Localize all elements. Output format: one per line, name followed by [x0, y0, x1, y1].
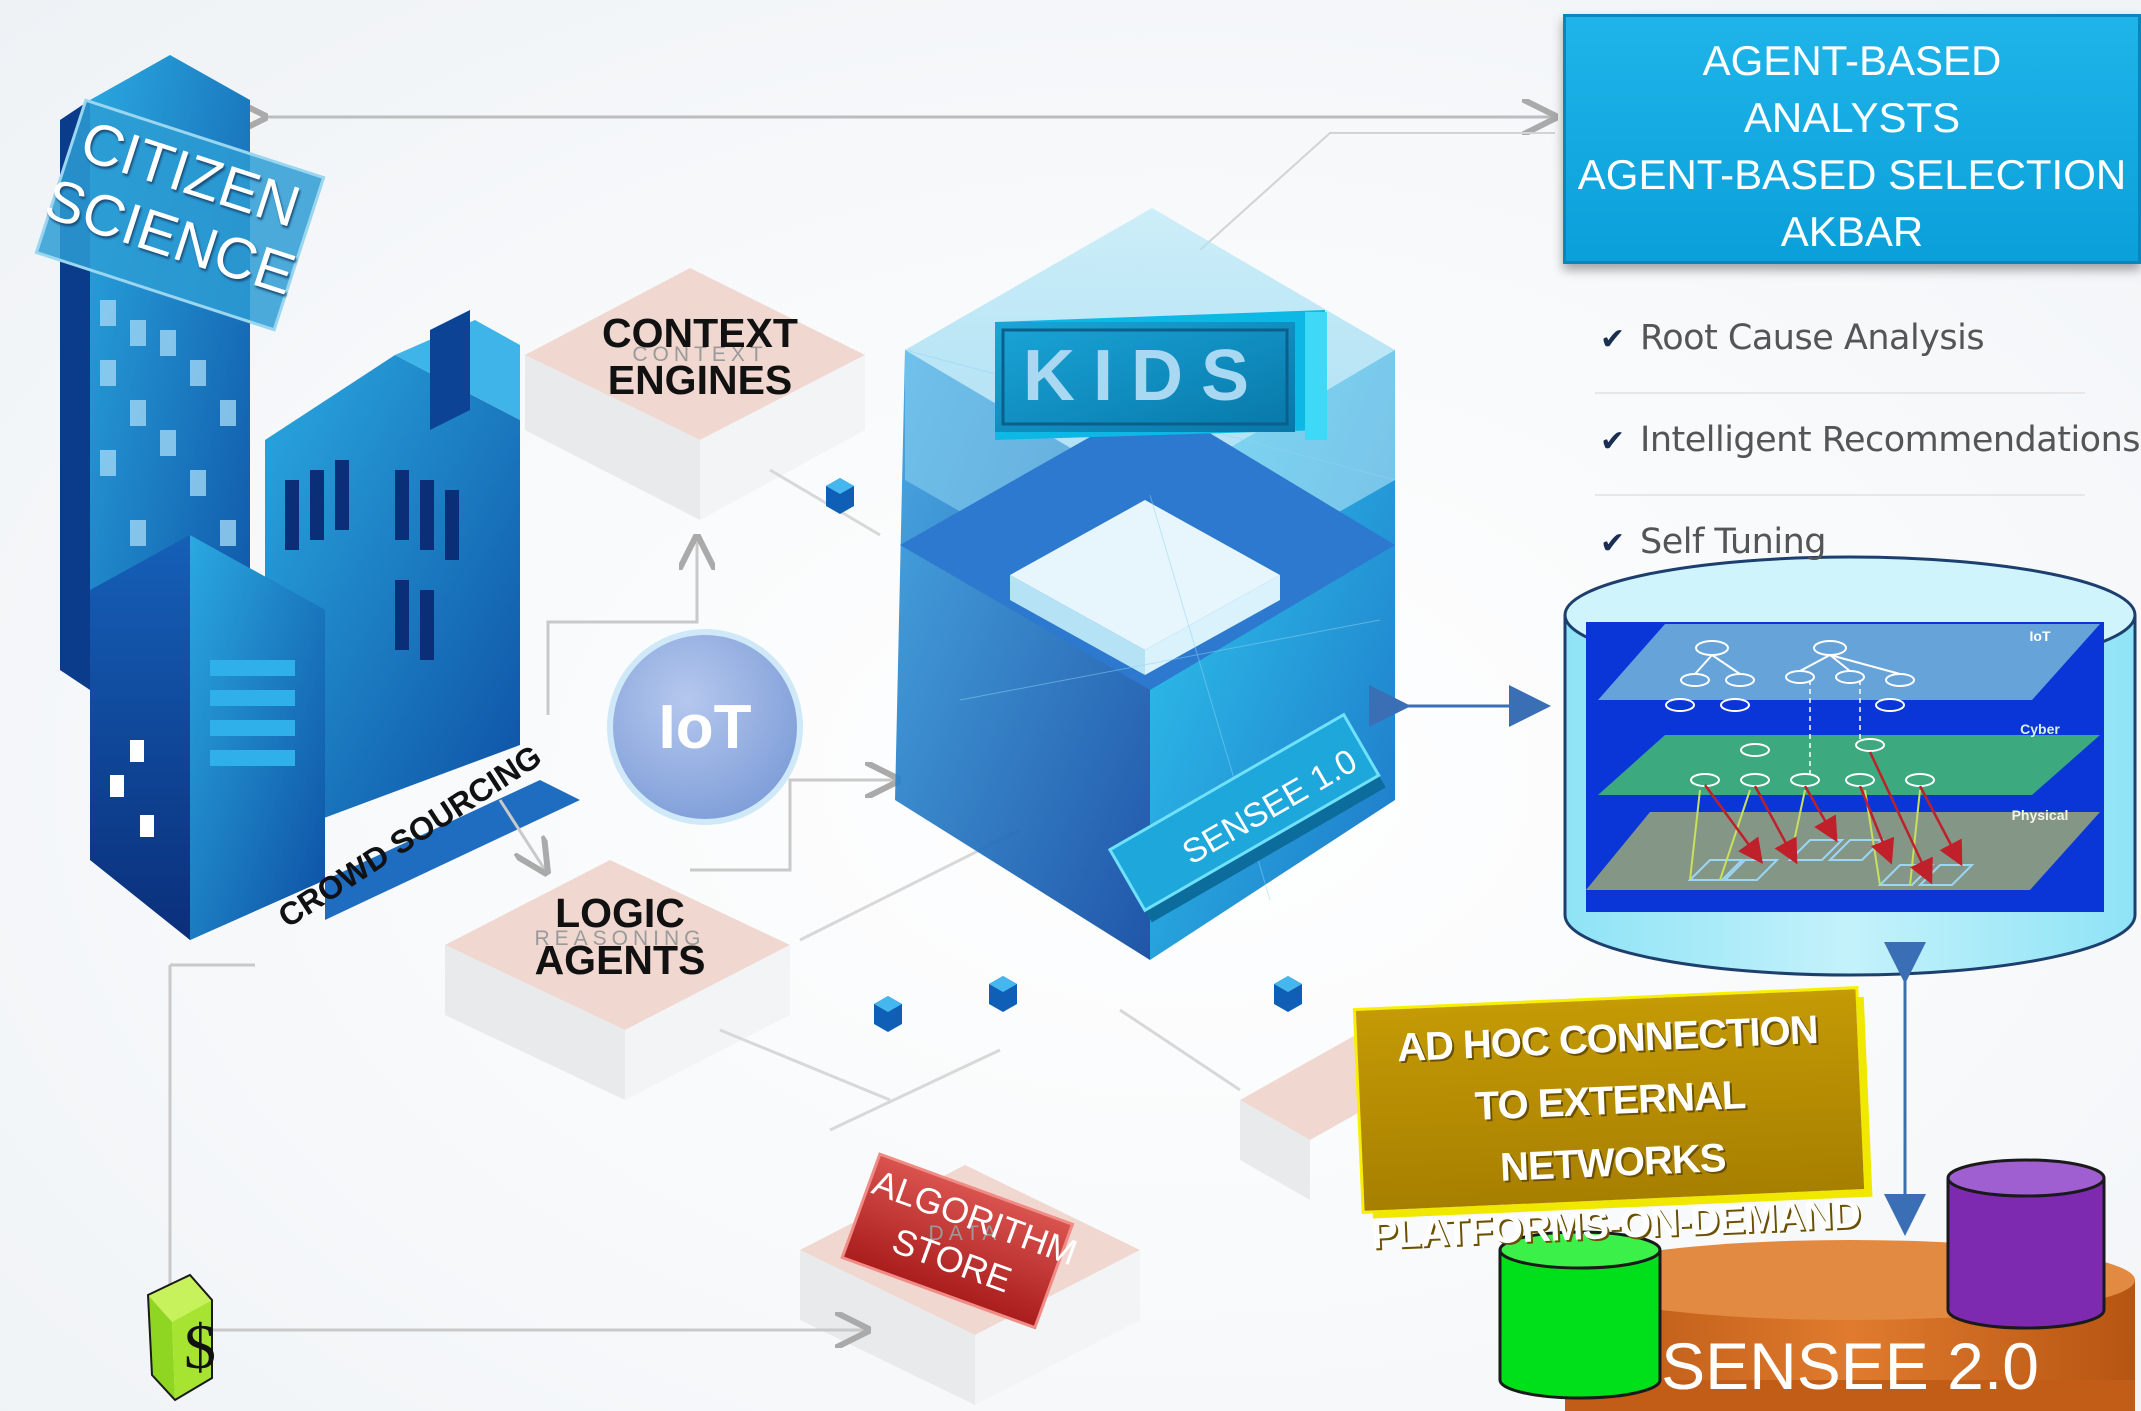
checkmark-icon: ✔ — [1600, 322, 1625, 357]
city-buildings — [60, 55, 580, 940]
kids-label: KIDS — [1022, 336, 1268, 416]
iot-circle — [607, 629, 803, 825]
context-ghost-label: CONTEXT — [632, 343, 768, 366]
context-engines-label: CONTEXT ENGINES — [575, 310, 825, 404]
dollar-label: $ — [184, 1311, 216, 1382]
checklist-divider — [1595, 392, 2085, 394]
layer-label-physical: Physical — [2011, 807, 2069, 823]
checklist-item-label: Root Cause Analysis — [1640, 318, 1985, 358]
checklist-item-label: Self Tuning — [1640, 522, 1826, 562]
logic-agents-label: LOGIC AGENTS — [500, 890, 740, 984]
data-ghost-label: DATA — [928, 1222, 1002, 1245]
logic-line-1: LOGIC — [555, 890, 685, 936]
adhoc-connection-box: AD HOC CONNECTION TO EXTERNAL NETWORKS P… — [1355, 989, 1865, 1258]
agent-line-4: AKBAR — [1780, 208, 1924, 255]
checklist-item: ✔ Root Cause Analysis — [1600, 318, 1985, 358]
layer-label-cyber: Cyber — [2020, 721, 2060, 737]
kids-panel — [995, 310, 1327, 440]
adhoc-line-2: TO EXTERNAL NETWORKS — [1473, 1073, 1747, 1190]
checklist-item-label: Intelligent Recommendations — [1640, 420, 2141, 460]
agent-line-2: ANALYSTS — [1743, 94, 1961, 141]
context-line-1: CONTEXT — [602, 310, 798, 356]
checklist-item: ✔ Self Tuning — [1600, 522, 1826, 562]
checklist-item: ✔ Intelligent Recommendations — [1600, 420, 2141, 460]
dollar-cube-icon — [146, 1273, 213, 1402]
logic-tile — [445, 860, 790, 1100]
checklist-divider — [1595, 494, 2085, 496]
checkmark-icon: ✔ — [1600, 424, 1625, 459]
sensee2-database — [1498, 1158, 2135, 1411]
small-cubes — [826, 478, 1302, 1032]
agent-based-box: AGENT-BASED ANALYSTS AGENT-BASED SELECTI… — [1563, 14, 2141, 264]
layer-label-iot: IoT — [2029, 628, 2051, 644]
context-line-2: ENGINES — [607, 357, 793, 404]
logic-line-2: AGENTS — [534, 937, 706, 984]
iot-label: IoT — [658, 693, 752, 762]
agent-link-line — [1199, 132, 1555, 251]
context-tile — [525, 268, 865, 520]
algorithm-store-box — [840, 1152, 1075, 1330]
reasoning-ghost-label: REASONING — [534, 927, 706, 950]
layer-cylinder — [1563, 555, 2137, 977]
sensee1-bar — [1107, 712, 1386, 923]
checkmark-icon: ✔ — [1600, 526, 1625, 561]
sensee2-label: SENSEE 2.0 — [1661, 1329, 2039, 1403]
citizen-science-panel — [34, 98, 326, 332]
agent-line-3: AGENT-BASED SELECTION — [1577, 151, 2127, 198]
agent-line-1: AGENT-BASED — [1702, 37, 2002, 84]
